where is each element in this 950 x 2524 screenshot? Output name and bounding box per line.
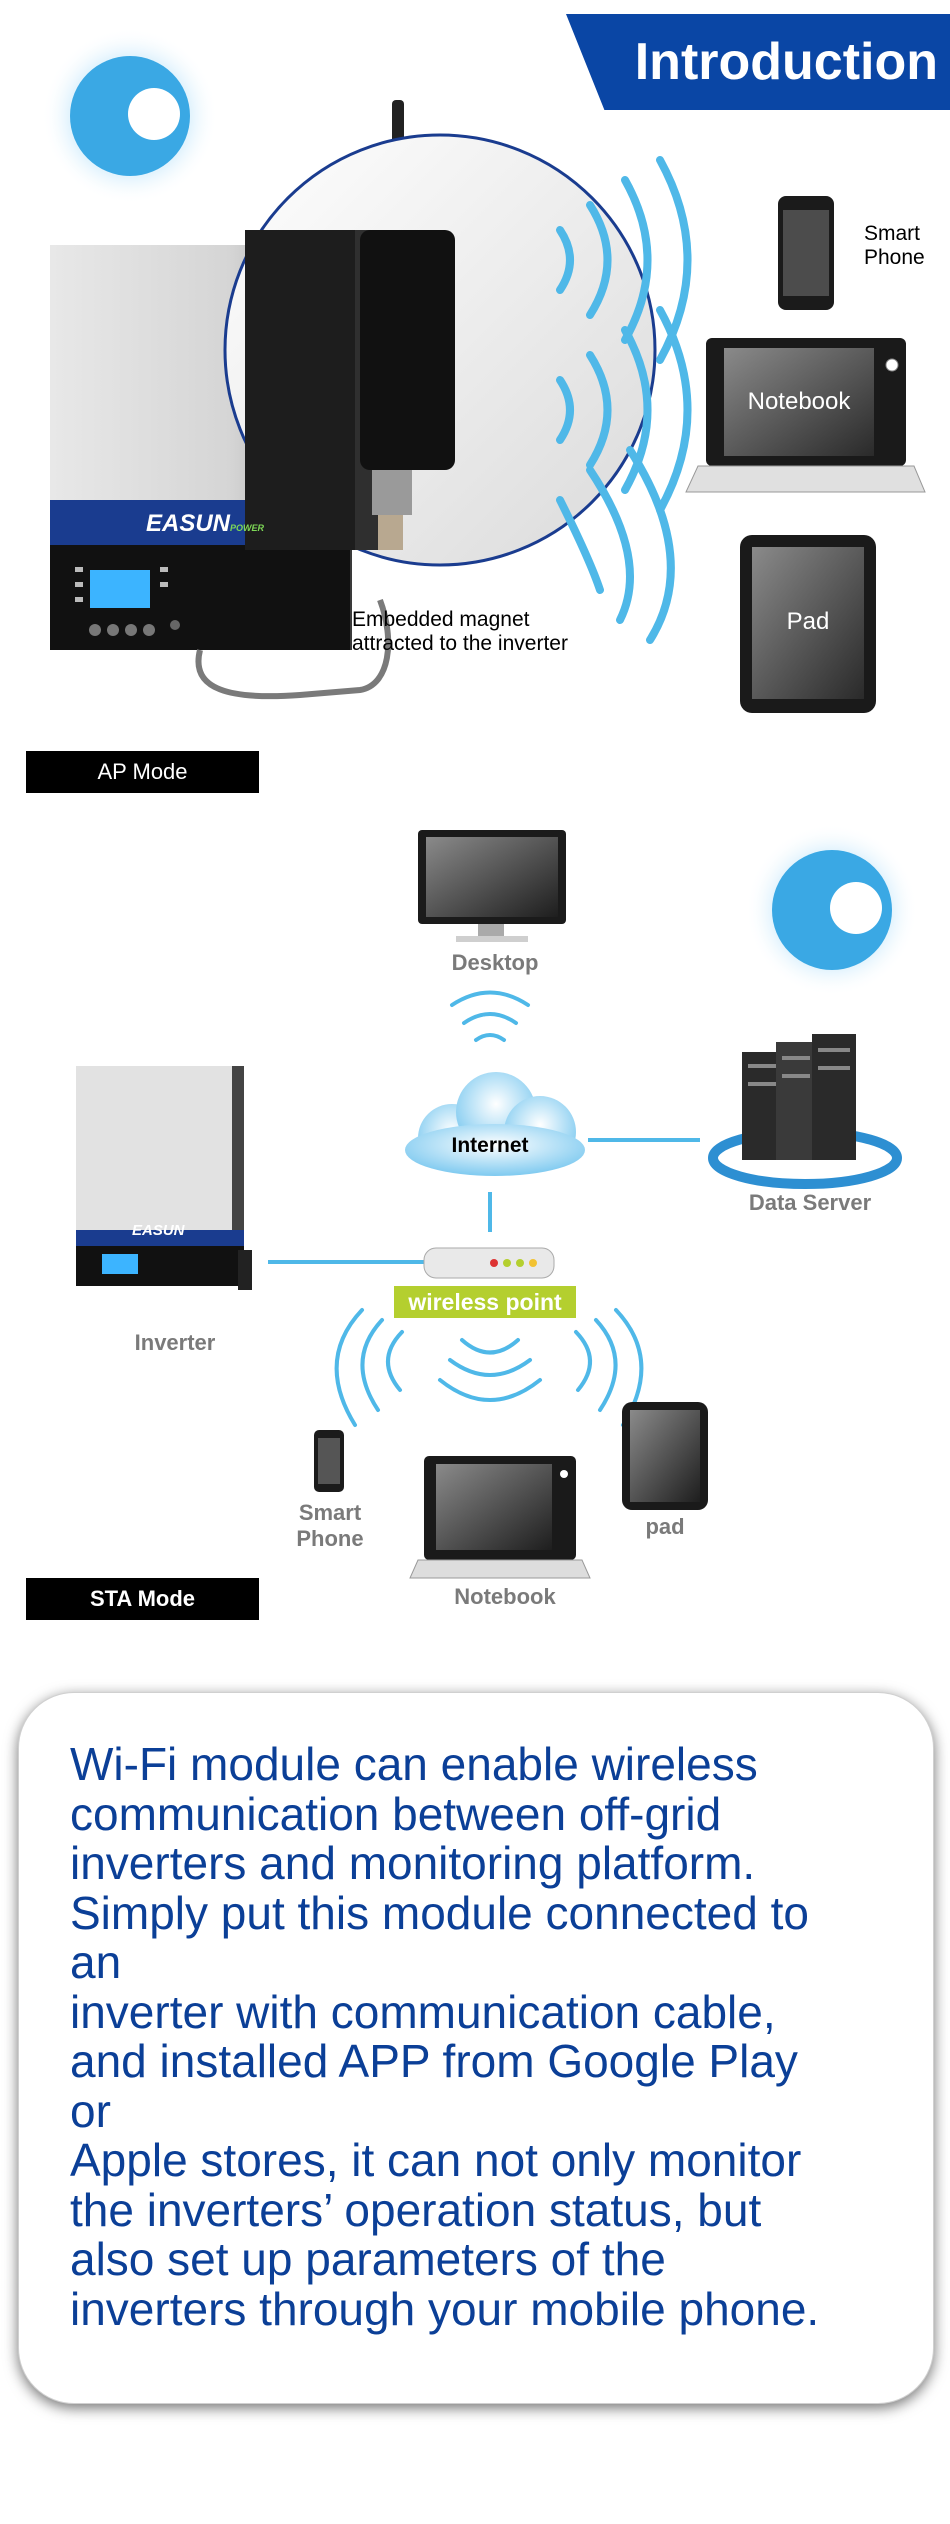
- desktop-icon: [418, 830, 566, 942]
- brand-logo: EASUN: [132, 1222, 185, 1239]
- desktop-caption: Desktop: [451, 950, 539, 975]
- magnet-note: Embedded magnet attracted to the inverte…: [352, 608, 568, 655]
- wifi-logo-icon: [42, 28, 218, 204]
- brand-logo: EASUNPOWER: [146, 510, 265, 537]
- internet-cloud-icon: [405, 1072, 585, 1176]
- inverter-icon: [76, 1066, 252, 1290]
- notebook-icon: [409, 1456, 591, 1579]
- data-server-caption: Data Server: [748, 1190, 872, 1215]
- wifi-logo-icon: [746, 824, 918, 996]
- wifi-waves-icon: [556, 156, 692, 644]
- ap-notebook-label: Notebook: [747, 388, 851, 415]
- sta-mode-illustration: [76, 824, 918, 1579]
- intro-banner: [566, 14, 950, 110]
- description-text: Wi-Fi module can enable wireless communi…: [70, 1738, 820, 2335]
- router-icon: [423, 1247, 555, 1279]
- sta-smartphone-caption: Smart Phone: [296, 1500, 364, 1551]
- data-server-icon: [708, 1034, 902, 1189]
- ap-pad-label: Pad: [786, 608, 830, 635]
- wifi-waves-icon: [334, 1308, 644, 1427]
- sta-mode-label: STA Mode: [26, 1578, 259, 1620]
- ap-smartphone-label: Smart Phone: [864, 222, 925, 269]
- ap-mode-label: AP Mode: [26, 751, 259, 793]
- ap-mode-illustration: [42, 28, 926, 713]
- internet-caption: Internet: [451, 1134, 529, 1157]
- pad-icon: [622, 1402, 708, 1510]
- wireless-point-label: wireless point: [394, 1286, 576, 1318]
- page-title: Introduction: [634, 33, 938, 91]
- sta-pad-caption: pad: [645, 1514, 685, 1539]
- sta-notebook-caption: Notebook: [454, 1584, 556, 1609]
- description-card: [18, 1692, 934, 2404]
- notebook-icon: [685, 338, 926, 493]
- inverter-caption: Inverter: [134, 1330, 216, 1355]
- pad-icon: [740, 535, 876, 713]
